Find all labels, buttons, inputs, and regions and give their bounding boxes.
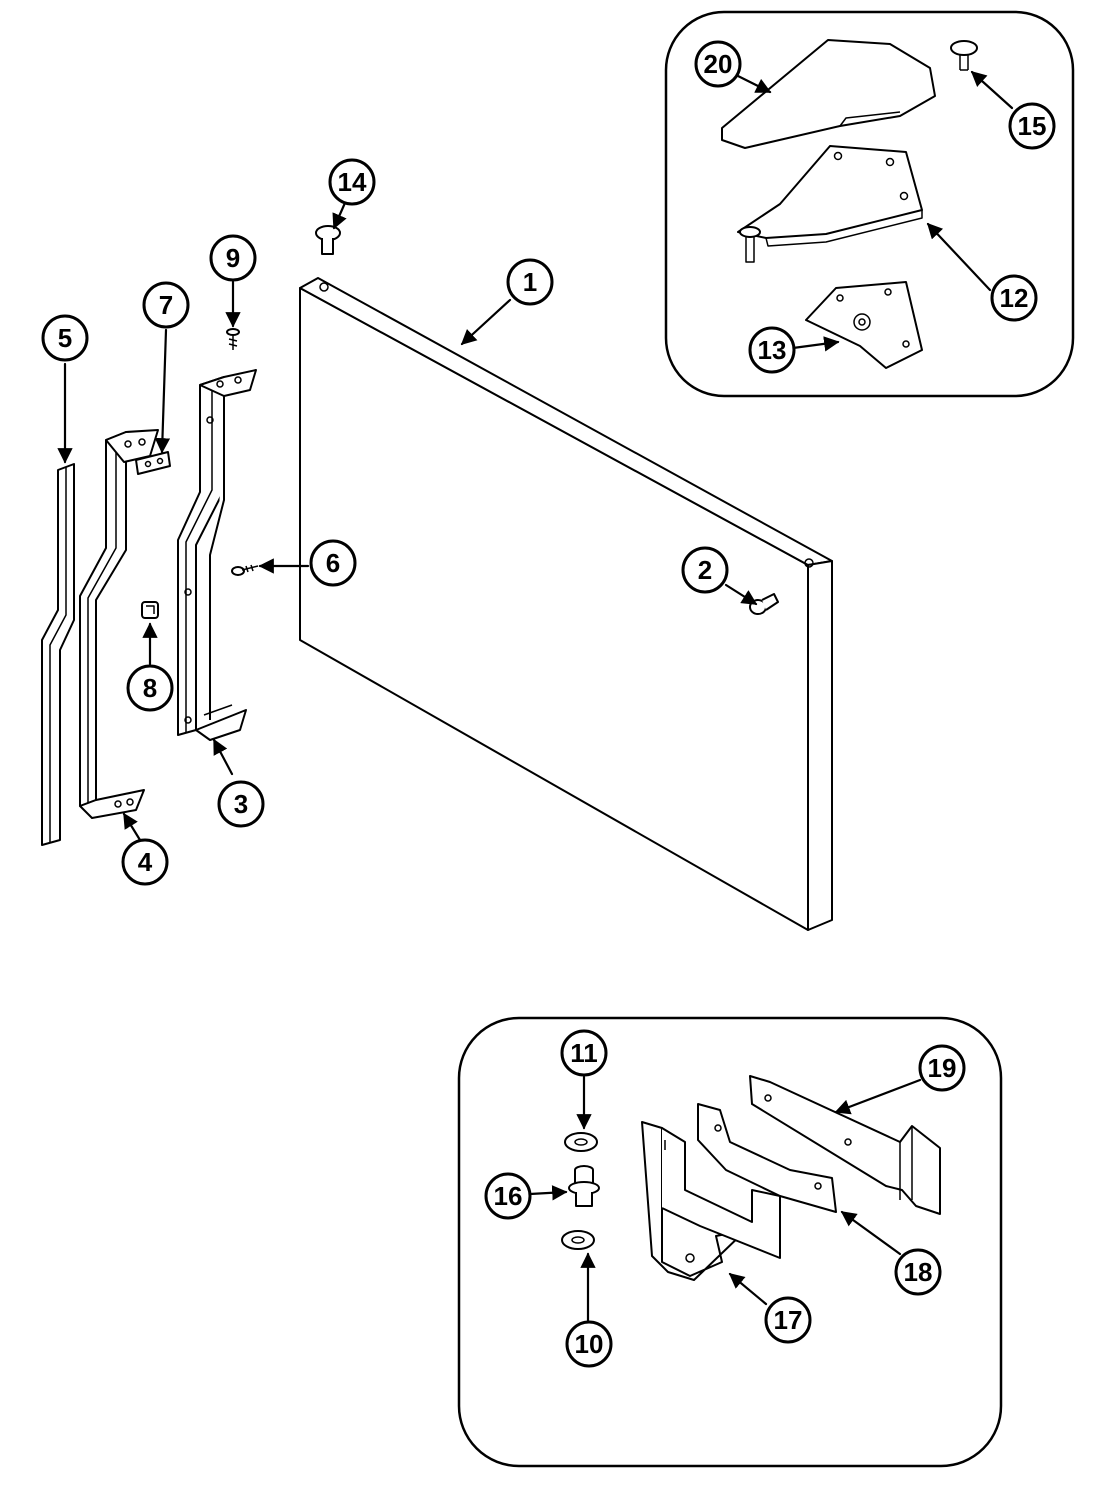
- hinge-cover: [721, 39, 936, 149]
- washer-lower: [561, 1230, 595, 1250]
- callout-13-label: 13: [758, 335, 787, 365]
- lower-hinge-inset-box: [457, 1016, 1003, 1468]
- handle-plug: [141, 601, 159, 619]
- callout-17: 17: [764, 1296, 812, 1344]
- callout-8-label: 8: [143, 673, 157, 703]
- callout-2-label: 2: [698, 555, 712, 585]
- hinge-bracket: [749, 1075, 941, 1215]
- callout-9-label: 9: [226, 243, 240, 273]
- callout-14-label: 14: [338, 167, 367, 197]
- callout-7: 7: [142, 281, 190, 329]
- upper-hinge-inset-box: [664, 10, 1075, 398]
- callout-20-label: 20: [704, 49, 733, 79]
- callout-3-label: 3: [234, 789, 248, 819]
- callout-1-label: 1: [523, 267, 537, 297]
- top-screw: [226, 328, 240, 350]
- callout-16-label: 16: [494, 1181, 523, 1211]
- callout-19-label: 19: [928, 1053, 957, 1083]
- leader-lines: [57, 70, 1014, 1324]
- hinge-pin: [568, 1165, 600, 1207]
- door-panel: [299, 277, 833, 931]
- callout-7-label: 7: [159, 290, 173, 320]
- hinge-spacer: [697, 1103, 837, 1213]
- callout-11-label: 11: [570, 1038, 598, 1068]
- callout-12: 12: [990, 274, 1038, 322]
- callout-3: 3: [217, 780, 265, 828]
- callout-5: 5: [41, 314, 89, 362]
- callout-14: 14: [328, 158, 376, 206]
- callout-4-label: 4: [138, 847, 153, 877]
- washer-upper: [564, 1132, 598, 1152]
- callout-5-label: 5: [58, 323, 72, 353]
- callout-19: 19: [918, 1044, 966, 1092]
- callout-10-label: 10: [575, 1329, 604, 1359]
- callout-13: 13: [748, 326, 796, 374]
- hinge-plug: [950, 40, 978, 71]
- callout-10: 10: [565, 1320, 613, 1368]
- callout-15-label: 15: [1018, 111, 1047, 141]
- hinge-shim: [805, 281, 923, 369]
- callout-2: 2: [681, 546, 729, 594]
- hinge-cap: [315, 225, 341, 255]
- callout-18-label: 18: [904, 1257, 933, 1287]
- callout-4: 4: [121, 838, 169, 886]
- callout-12-label: 12: [1000, 283, 1029, 313]
- callout-6: 6: [309, 539, 357, 587]
- callout-16: 16: [484, 1172, 532, 1220]
- handle-bracket: [79, 429, 159, 819]
- callout-11: 11: [560, 1029, 608, 1077]
- callout-15: 15: [1008, 102, 1056, 150]
- callout-20: 20: [694, 40, 742, 88]
- top-hinge: [737, 145, 923, 263]
- bracket-clip: [135, 451, 171, 475]
- callout-17-label: 17: [774, 1305, 803, 1335]
- handle-mount-channel: [177, 369, 257, 741]
- callout-8: 8: [126, 664, 174, 712]
- side-screw: [231, 564, 259, 576]
- callout-9: 9: [209, 234, 257, 282]
- callout-1: 1: [506, 258, 554, 306]
- handle-trim-strip: [41, 463, 75, 846]
- callout-18: 18: [894, 1248, 942, 1296]
- bottom-hinge: [641, 1121, 781, 1281]
- callout-6-label: 6: [326, 548, 340, 578]
